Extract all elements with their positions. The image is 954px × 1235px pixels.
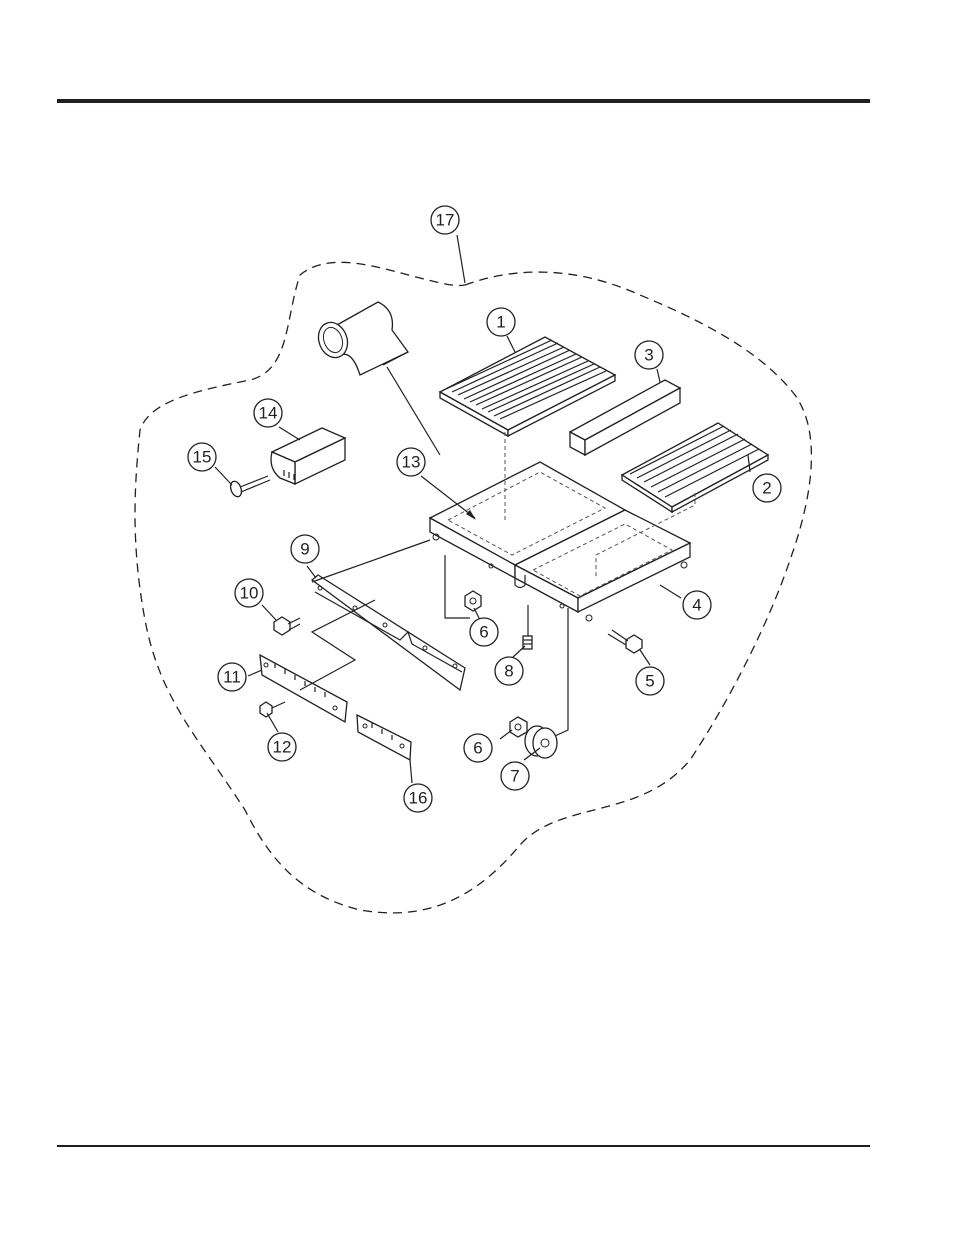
callout-5: 5 [636, 667, 664, 695]
svg-text:5: 5 [645, 672, 654, 691]
svg-text:6: 6 [473, 739, 482, 758]
callout-15: 14 [254, 399, 282, 427]
footer-rule [57, 1145, 870, 1147]
callout-17: 17 [431, 206, 459, 234]
callout-6-upper: 6 [470, 618, 498, 646]
svg-text:13: 13 [402, 453, 421, 472]
part-16-screw [229, 476, 270, 498]
svg-text:12: 12 [273, 738, 292, 757]
svg-text:16: 16 [409, 789, 428, 808]
callout-13: 16 [404, 784, 432, 812]
callout-8: 8 [495, 657, 523, 685]
part-5-bolt [608, 630, 642, 653]
part-2-small-grooved-pad [622, 423, 768, 512]
part-7-wheel [525, 726, 557, 758]
part-9-rail [312, 575, 465, 690]
part-14-roll [314, 302, 408, 375]
svg-text:14: 14 [259, 404, 278, 423]
part-6-nut-upper [465, 591, 481, 611]
svg-text:1: 1 [496, 313, 505, 332]
callout-9: 9 [291, 535, 319, 563]
callout-1: 1 [487, 308, 515, 336]
callout-11: 11 [218, 663, 246, 691]
svg-text:11: 11 [223, 668, 241, 687]
part-10-bolt [274, 617, 300, 635]
part-12-screw [260, 702, 285, 717]
svg-text:3: 3 [644, 346, 653, 365]
callout-16: 15 [188, 443, 216, 471]
part-13-small-scale-plate [357, 715, 411, 760]
svg-text:6: 6 [479, 623, 488, 642]
svg-text:9: 9 [300, 540, 309, 559]
callout-4: 4 [683, 591, 711, 619]
callout-10: 10 [235, 579, 263, 607]
svg-text:2: 2 [762, 479, 771, 498]
callout-7: 7 [501, 762, 529, 790]
svg-text:17: 17 [436, 211, 455, 230]
callout-3: 3 [635, 341, 663, 369]
svg-text:4: 4 [692, 596, 701, 615]
part-15-block [271, 428, 345, 484]
svg-text:10: 10 [240, 584, 259, 603]
callout-6-lower: 6 [464, 734, 492, 762]
svg-text:8: 8 [504, 662, 513, 681]
callout-14: 13 [397, 448, 425, 476]
svg-text:7: 7 [510, 767, 519, 786]
callout-2: 2 [753, 474, 781, 502]
callout-12: 12 [268, 733, 296, 761]
svg-text:15: 15 [193, 448, 212, 467]
part-6-nut-lower [510, 717, 527, 737]
